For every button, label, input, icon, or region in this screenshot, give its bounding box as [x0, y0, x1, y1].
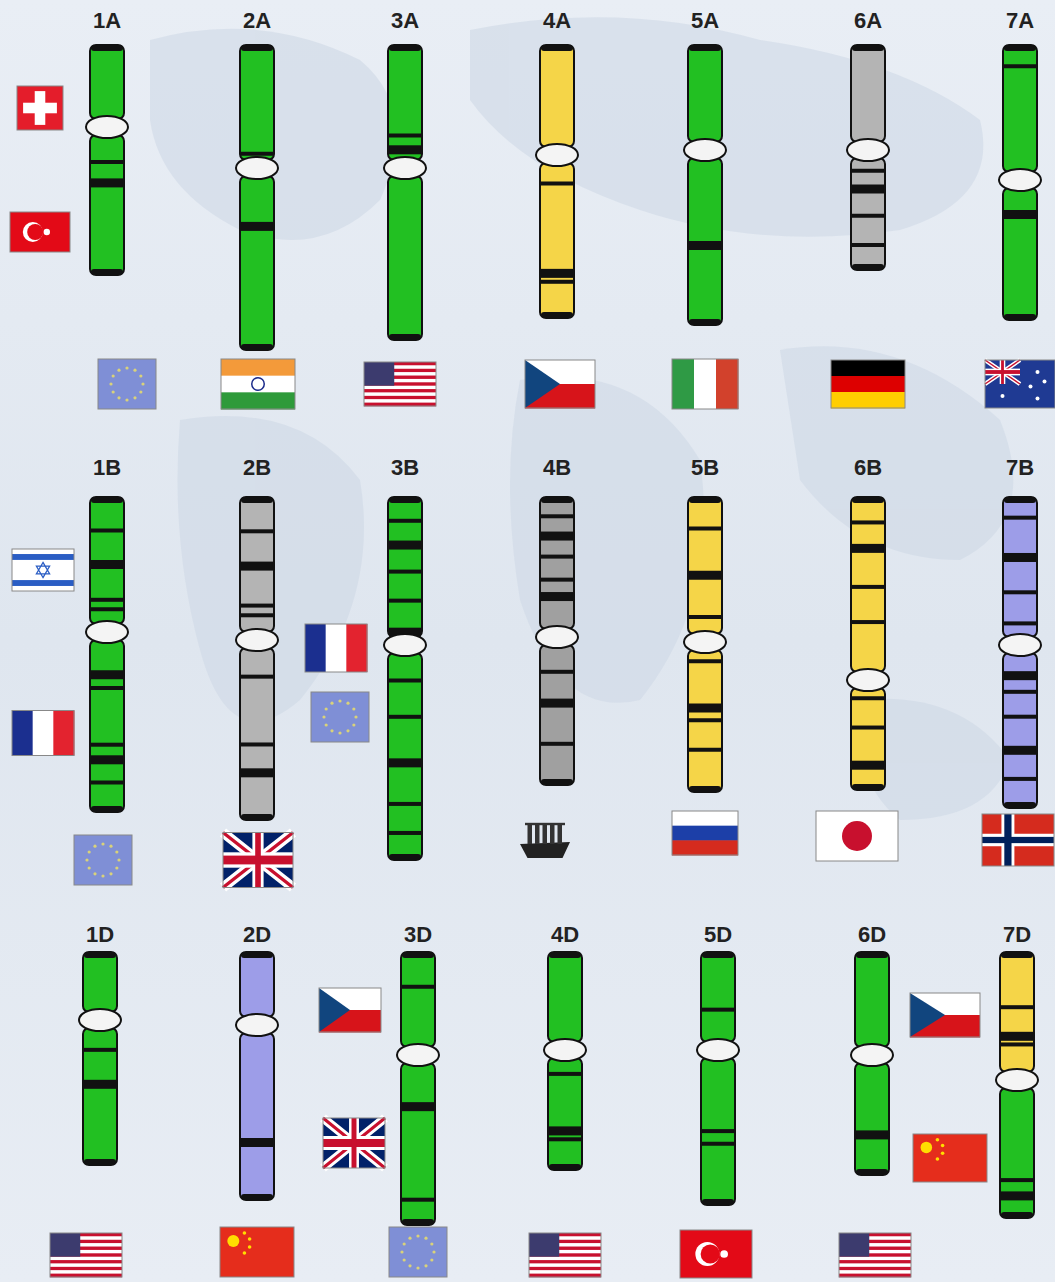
country-flag — [12, 549, 74, 591]
country-flag — [305, 624, 368, 672]
chromosome-label: 2A — [243, 8, 271, 34]
country-flag — [529, 1233, 601, 1277]
chromosome — [86, 45, 128, 275]
chromosome-label: 7A — [1006, 8, 1034, 34]
consortium-icon — [520, 823, 570, 858]
country-flag — [672, 359, 739, 409]
chromosome — [536, 497, 578, 785]
country-flag — [985, 360, 1055, 408]
chromosome-label: 3D — [404, 922, 432, 948]
chromosome — [236, 45, 278, 350]
country-flag — [839, 1233, 911, 1277]
country-flag — [10, 212, 70, 252]
country-flag — [17, 86, 63, 130]
country-flag — [12, 711, 75, 756]
chromosome — [236, 952, 278, 1200]
country-flag — [220, 1227, 294, 1277]
chromosome — [684, 497, 726, 792]
chromosome — [684, 45, 726, 325]
country-flag — [913, 1134, 987, 1182]
country-flag — [982, 814, 1054, 866]
chromosome — [536, 45, 578, 318]
country-flag — [389, 1227, 447, 1277]
chromosome — [544, 952, 586, 1170]
chromosome-label: 6A — [854, 8, 882, 34]
chromosome — [384, 45, 426, 340]
chromosome-label: 2D — [243, 922, 271, 948]
country-flag — [323, 1118, 385, 1168]
chromosome-label: 6B — [854, 455, 882, 481]
country-flag — [221, 359, 295, 410]
chromosome-label: 1A — [93, 8, 121, 34]
chromosome-label: 5A — [691, 8, 719, 34]
country-flag — [98, 359, 156, 409]
chromosome-label: 6D — [858, 922, 886, 948]
country-flag — [364, 362, 436, 406]
chromosome — [697, 952, 739, 1205]
chromosome-label: 1D — [86, 922, 114, 948]
chromosome — [999, 497, 1041, 808]
chromosome-label: 4A — [543, 8, 571, 34]
chromosome — [996, 952, 1038, 1218]
chromosome-label: 3A — [391, 8, 419, 34]
country-flag — [223, 833, 293, 888]
chromosome — [236, 497, 278, 820]
country-flag — [50, 1233, 122, 1277]
chromosome — [79, 952, 121, 1165]
country-flag — [672, 811, 738, 856]
country-flag — [831, 360, 905, 409]
chromosome-label: 1B — [93, 455, 121, 481]
chromosome-label: 4D — [551, 922, 579, 948]
country-flag — [816, 811, 898, 861]
chromosome-label: 5B — [691, 455, 719, 481]
chromosome-label: 2B — [243, 455, 271, 481]
chromosome — [999, 45, 1041, 320]
country-flag — [311, 692, 369, 742]
chromosome — [847, 45, 889, 270]
country-flag — [319, 988, 381, 1033]
chromosome — [851, 952, 893, 1175]
country-flag — [525, 360, 595, 409]
chromosome-label: 7D — [1003, 922, 1031, 948]
chromosome-label: 5D — [704, 922, 732, 948]
chromosome — [847, 497, 889, 790]
chromosome-label: 3B — [391, 455, 419, 481]
chromosome — [397, 952, 439, 1225]
chromosome — [86, 497, 128, 812]
country-flag — [680, 1230, 752, 1278]
country-flag — [74, 835, 132, 885]
chromosome — [384, 497, 426, 860]
country-flag — [910, 993, 980, 1038]
chromosome-label: 4B — [543, 455, 571, 481]
chromosome-label: 7B — [1006, 455, 1034, 481]
